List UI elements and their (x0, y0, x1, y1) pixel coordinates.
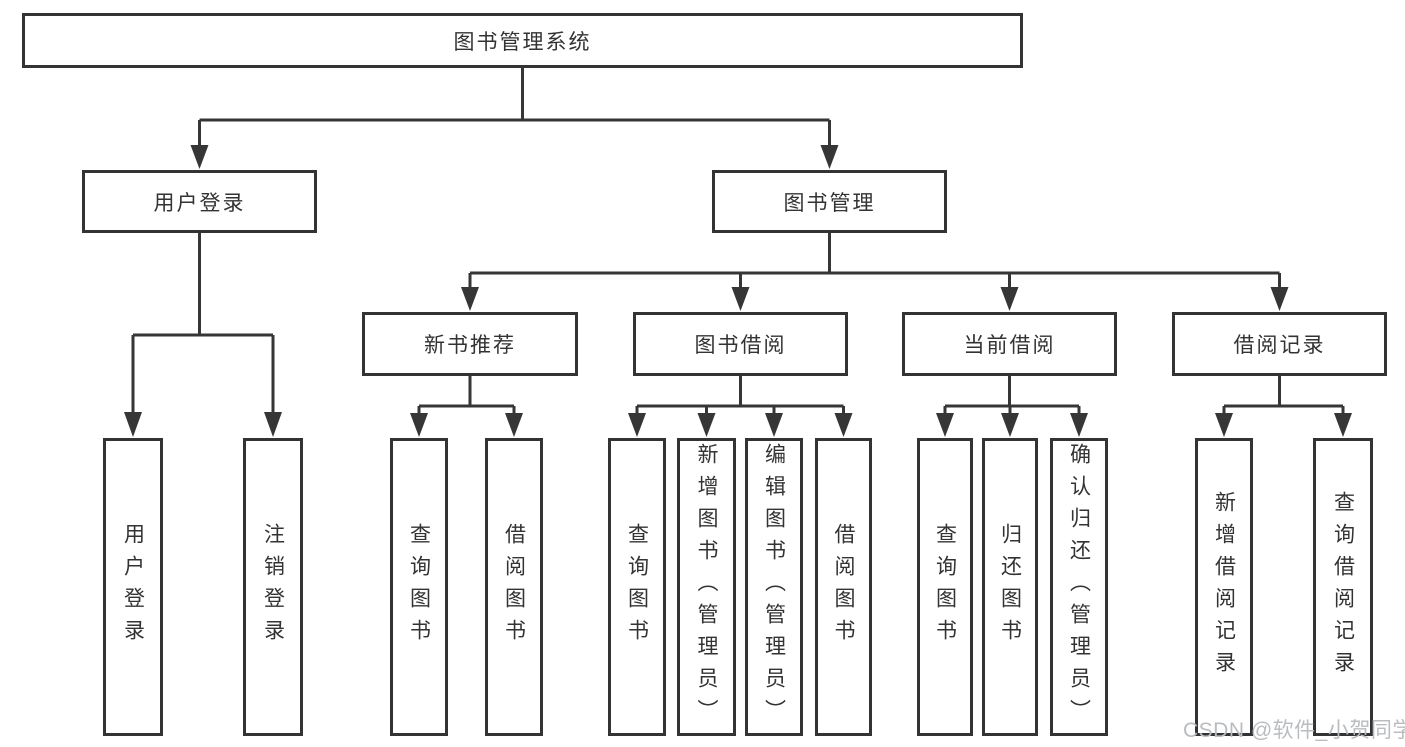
arrowhead (765, 413, 783, 437)
leaf-label: 查询图书 (407, 523, 431, 651)
leaf-query-books-current: 查询图书 (917, 438, 973, 736)
node-user-login: 用户登录 (82, 170, 317, 233)
arrowhead (505, 413, 523, 437)
leaf-label: 归还图书 (998, 523, 1022, 651)
leaf-label: 编辑图书（管理员） (762, 443, 786, 731)
leaf-label: 查询借阅记录 (1331, 491, 1355, 683)
node-book-borrowing: 图书借阅 (633, 312, 848, 376)
leaf-label: 注销登录 (261, 523, 285, 651)
arrowhead (628, 413, 646, 437)
leaf-label: 用户登录 (121, 523, 145, 651)
arrowhead (124, 412, 142, 437)
connector-borrow-records-to-leaves (1215, 376, 1352, 437)
connector-user-login-to-leaves (124, 233, 282, 437)
connector-book-borrowing-to-leaves (628, 376, 853, 437)
leaf-query-books-borrowing: 查询图书 (608, 438, 666, 736)
arrowhead (731, 287, 750, 311)
leaf-label: 查询图书 (933, 523, 957, 651)
arrowhead (1070, 413, 1088, 437)
arrowhead (820, 145, 839, 169)
arrowhead (410, 413, 428, 437)
leaf-user-login: 用户登录 (103, 438, 163, 736)
connector-new-book-to-leaves (410, 376, 523, 437)
connector-root-to-level2 (190, 68, 839, 169)
arrowhead (264, 412, 282, 437)
arrowhead (1001, 413, 1019, 437)
node-new-book-recommendation: 新书推荐 (362, 312, 578, 376)
connector-book-management-to-level3 (461, 233, 1289, 311)
arrowhead (936, 413, 954, 437)
arrowhead (1270, 287, 1289, 311)
leaf-add-borrow-record: 新增借阅记录 (1195, 438, 1253, 736)
leaf-label: 借阅图书 (502, 523, 526, 651)
leaf-borrow-books-borrowing: 借阅图书 (815, 438, 872, 736)
leaf-query-borrow-record: 查询借阅记录 (1313, 438, 1373, 736)
csdn-watermark: CSDN @软件_小贺同学 (1183, 719, 1405, 742)
node-book-management: 图书管理 (712, 170, 947, 233)
leaf-label: 新增图书（管理员） (695, 443, 718, 731)
arrowhead (834, 413, 853, 437)
arrowhead (697, 413, 716, 437)
leaf-label: 新增借阅记录 (1212, 491, 1236, 683)
leaf-edit-books-admin: 编辑图书（管理员） (745, 438, 803, 736)
node-library-management-system: 图书管理系统 (22, 13, 1023, 68)
arrowhead (461, 287, 479, 311)
leaf-borrow-books-recommend: 借阅图书 (485, 438, 543, 736)
node-current-borrowing: 当前借阅 (902, 312, 1117, 376)
arrowhead (1000, 287, 1019, 311)
leaf-label: 确认归还（管理员） (1067, 443, 1091, 731)
arrowhead (190, 145, 209, 169)
arrowhead (1334, 413, 1352, 437)
arrowhead (1215, 413, 1233, 437)
leaf-confirm-return-admin: 确认归还（管理员） (1050, 438, 1108, 736)
connector-current-borrowing-to-leaves (936, 376, 1088, 437)
leaf-label: 查询图书 (625, 523, 649, 651)
leaf-return-books: 归还图书 (982, 438, 1038, 736)
leaf-query-books-recommend: 查询图书 (390, 438, 448, 736)
leaf-add-books-admin: 新增图书（管理员） (677, 438, 736, 736)
leaf-logout: 注销登录 (243, 438, 303, 736)
leaf-label: 借阅图书 (832, 523, 855, 651)
node-borrow-records: 借阅记录 (1172, 312, 1387, 376)
